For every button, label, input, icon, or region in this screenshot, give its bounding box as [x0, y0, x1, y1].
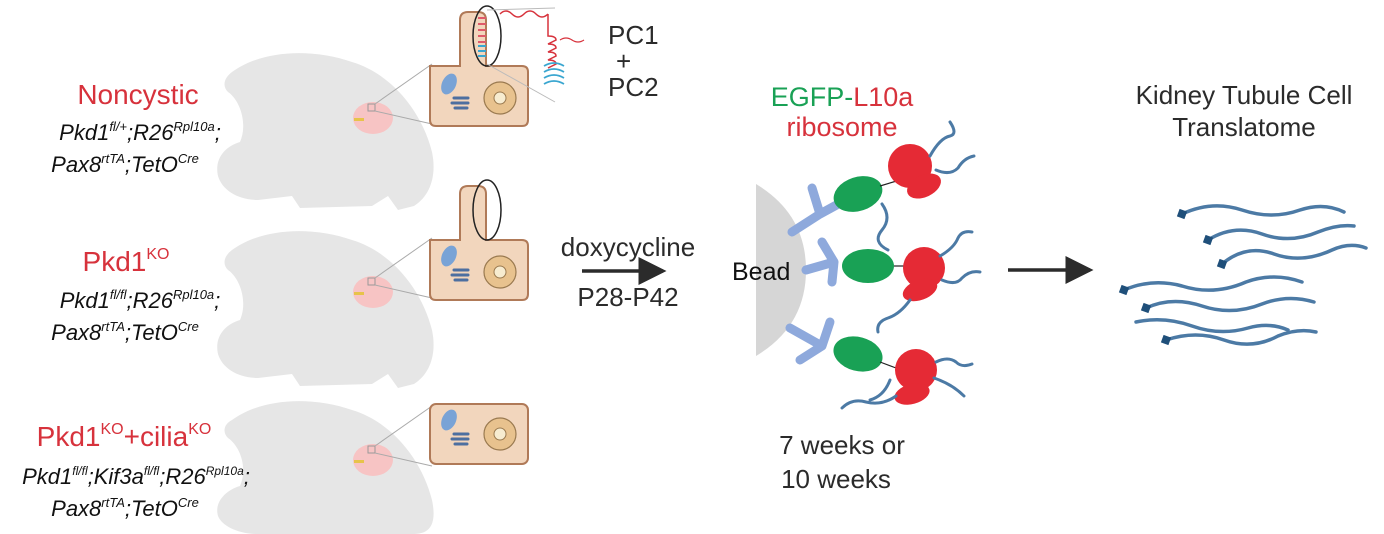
er-icon [450, 96, 470, 110]
mrna-strand [1180, 204, 1346, 217]
genotype-line: Pkd1fl/fl;R26Rpl10a; [60, 287, 221, 313]
kidney-icon [353, 102, 393, 134]
antibody-icon [785, 317, 835, 365]
mrna-strand [1220, 243, 1368, 266]
antibody-ribosome-unit [785, 317, 974, 410]
translatome-mrnas [1122, 204, 1368, 346]
genotype-line: Pax8rtTA;TetOCre [51, 495, 199, 521]
cell-body-with-cilium [429, 185, 529, 301]
result-title-line-2: Translatome [1172, 112, 1316, 142]
antibody-ribosome-unit [787, 120, 976, 252]
ribosome-small-icon [907, 173, 941, 199]
treatment-window-label: P28-P42 [577, 282, 678, 312]
group-title-pkd1ko-ciliako: Pkd1KO+ciliaKO [37, 421, 212, 452]
plus-label: + [616, 46, 631, 76]
kidney-zoom-box [367, 277, 376, 286]
er-icon [450, 268, 470, 282]
golgi-icon [441, 409, 457, 431]
egfp-icon [833, 176, 883, 212]
mouse-noncystic [217, 53, 434, 211]
mrna-strand [1122, 275, 1304, 292]
bead-label: Bead [732, 258, 790, 286]
ribosome-small-icon [902, 278, 938, 302]
ribosome-subtitle: ribosome [786, 112, 897, 142]
mrna-strand [876, 120, 976, 252]
genotype-line: Pax8rtTA;TetOCre [51, 319, 199, 345]
mouse-pkd1ko-ciliako [217, 401, 434, 534]
mouse-silhouette [217, 401, 434, 534]
mrna-strand [1164, 328, 1318, 346]
genotype-line: Pkd1fl/fl;Kif3afl/fl;R26Rpl10a; [22, 464, 250, 489]
mouse-silhouette [217, 231, 434, 388]
mrna-strand [1206, 223, 1356, 242]
genotype-line: Pax8rtTA;TetOCre [51, 151, 199, 177]
antibody-ribosome-unit [801, 230, 982, 334]
bead-complex: Bead [732, 120, 982, 410]
group-title-noncystic: Noncystic [77, 79, 198, 110]
mouse-pkd1ko [217, 231, 434, 388]
egfp-icon [833, 336, 883, 372]
kidney-icon [353, 276, 393, 308]
treatment-drug-label: doxycycline [561, 232, 695, 262]
pc2-label: PC2 [608, 72, 659, 102]
er-icon [450, 432, 470, 446]
duration-line-1: 7 weeks or [779, 430, 905, 460]
mrna-strand [1134, 318, 1290, 334]
ribosome-large-icon [903, 247, 945, 289]
ribosome-title: EGFP-L10a [771, 82, 915, 112]
ribosome-large-icon [895, 349, 937, 391]
pc1-label: PC1 [608, 20, 659, 50]
golgi-icon [441, 245, 457, 267]
cilium-highlight-circle [472, 179, 502, 241]
kidney-icon [353, 444, 393, 476]
cell-noncystic [429, 5, 585, 127]
kidney-zoom-box [367, 103, 376, 112]
antibody-icon [801, 237, 839, 287]
mrna-caps [1118, 208, 1228, 346]
genotype-line: Pkd1fl/+;R26Rpl10a; [59, 119, 221, 145]
duration-line-2: 10 weeks [781, 464, 891, 494]
golgi-icon [441, 73, 457, 95]
pc1-pc2-zoom-detail [478, 7, 585, 103]
result-title-line-1: Kidney Tubule Cell [1136, 80, 1353, 110]
kidney-zoom-box [367, 445, 376, 454]
cell-pkd1ko-ciliako [429, 403, 529, 465]
mouse-silhouette [217, 53, 434, 211]
ribosome-small-icon [894, 383, 930, 405]
group-title-pkd1ko: Pkd1KO [83, 246, 170, 277]
mrna-strand [876, 230, 982, 334]
cell-pkd1ko [429, 179, 529, 301]
cilium-highlight-circle [472, 5, 502, 67]
egfp-icon [842, 249, 894, 283]
mrna-strand [840, 357, 974, 410]
mrna-strand [1144, 296, 1316, 313]
